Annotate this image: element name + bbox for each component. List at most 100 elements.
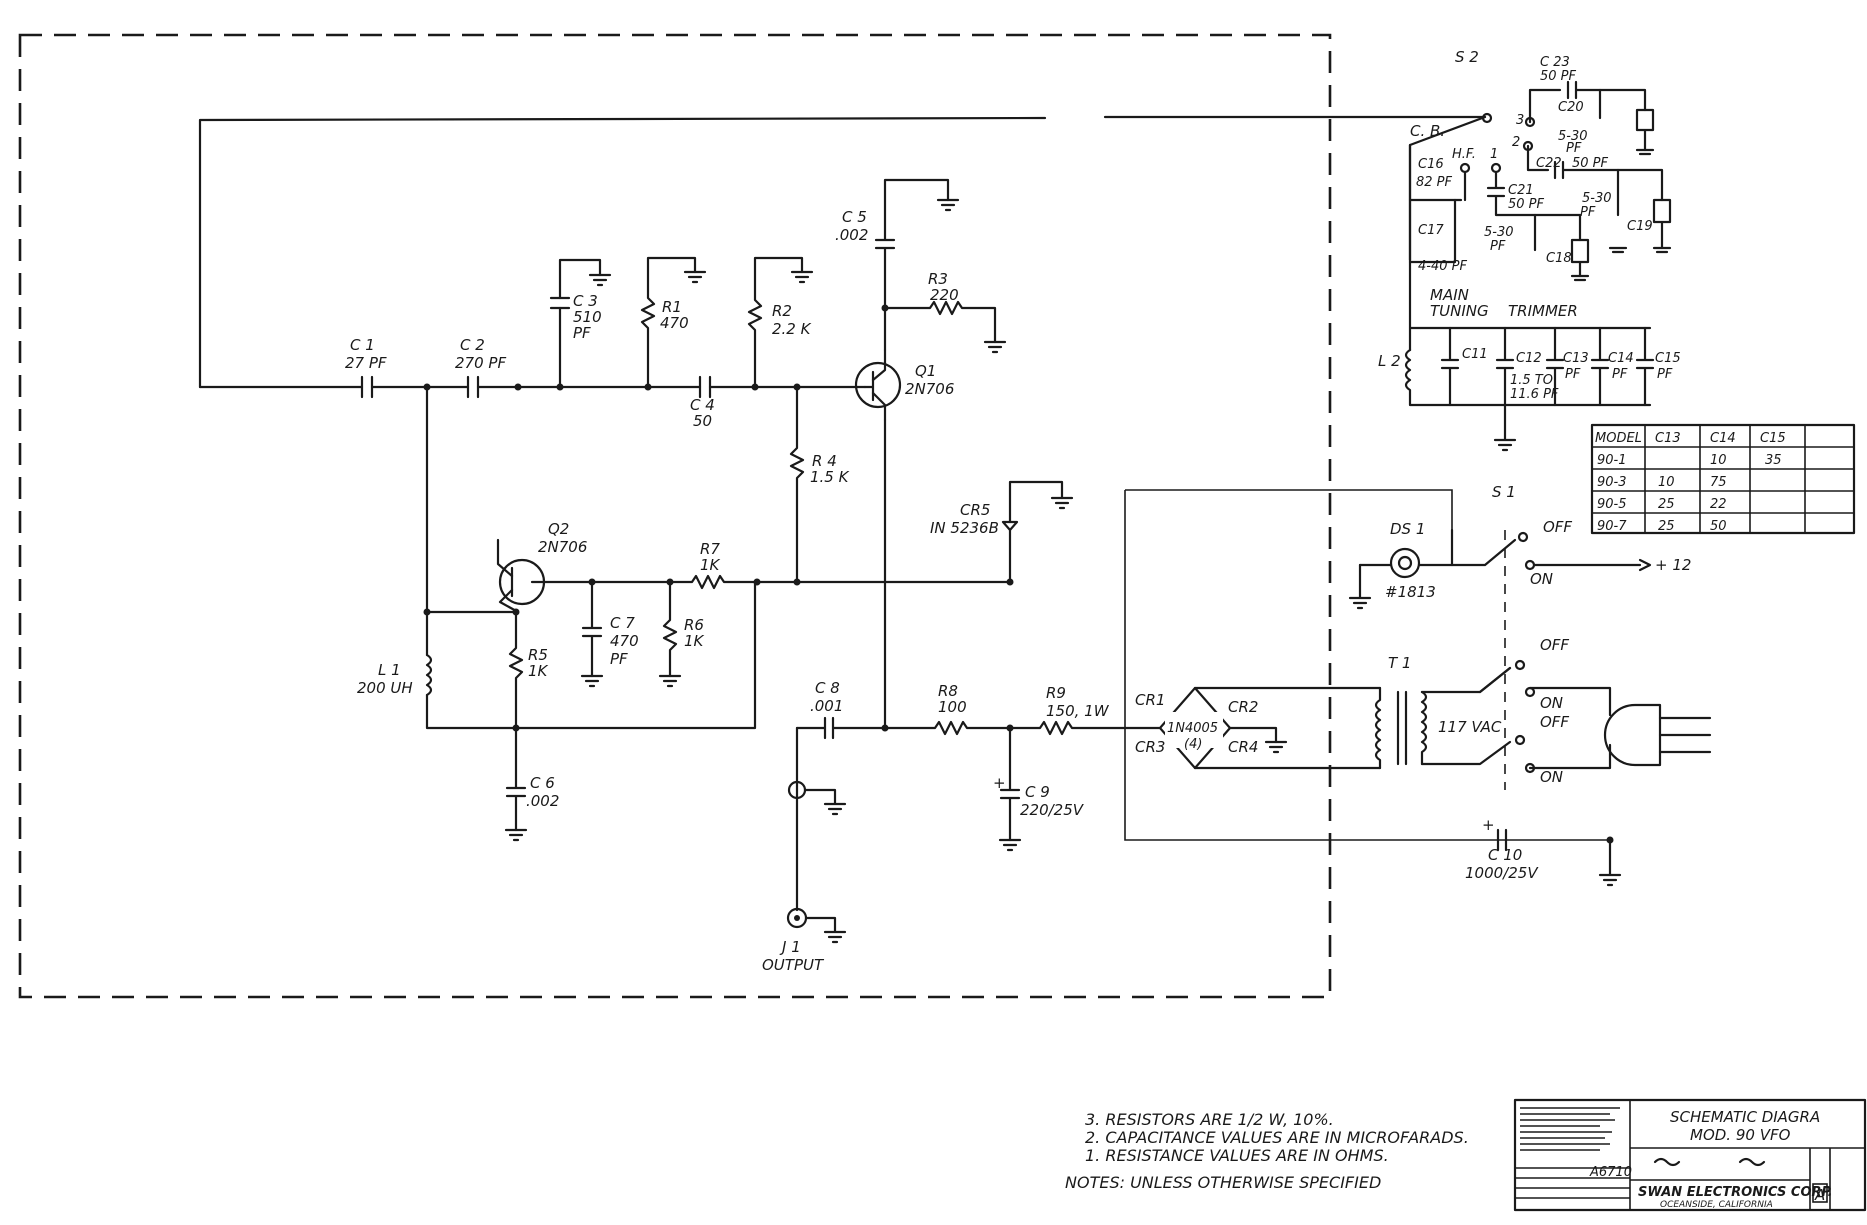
c2-ref: C 2 bbox=[460, 336, 485, 354]
c10-value: 1000/25V bbox=[1465, 864, 1539, 882]
s1-off-3: OFF bbox=[1540, 713, 1569, 731]
cr5-ref: CR5 bbox=[960, 501, 990, 519]
table-r1c1: 10 bbox=[1658, 475, 1675, 490]
company-name: SWAN ELECTRONICS CORP. bbox=[1638, 1185, 1833, 1200]
r5-ref: R5 bbox=[528, 646, 548, 664]
c3-value: 510 bbox=[573, 308, 602, 326]
c5-value: .002 bbox=[835, 226, 868, 244]
c3-ref: C 3 bbox=[573, 292, 598, 310]
cr4-label: CR4 bbox=[1228, 738, 1258, 756]
capacitor-c1: C 1 27 PF bbox=[345, 336, 387, 399]
capacitor-c9: + C 9 220/25V bbox=[993, 726, 1085, 852]
table-h0: MODEL bbox=[1595, 431, 1642, 446]
c23-value: 50 PF bbox=[1540, 69, 1577, 84]
capacitor-c6: C 6 .002 bbox=[504, 726, 559, 842]
note-3: 3. RESISTORS ARE 1/2 W, 10%. bbox=[1085, 1110, 1334, 1129]
c21-ref: C21 bbox=[1508, 183, 1534, 198]
r2-ref: R2 bbox=[772, 302, 792, 320]
table-h3: C15 bbox=[1760, 431, 1786, 446]
c18-value: 5-30 bbox=[1484, 225, 1514, 240]
r4-ref: R 4 bbox=[812, 452, 837, 470]
table-r2c2: 22 bbox=[1710, 497, 1727, 512]
c20-value: 5-30 bbox=[1558, 129, 1588, 144]
capacitor-c3: C 3 510 PF bbox=[549, 258, 612, 389]
c12-ref: C12 bbox=[1516, 351, 1542, 366]
r5-value: 1K bbox=[528, 662, 549, 680]
q2-value: 2N706 bbox=[538, 538, 587, 556]
s2-ref: S 2 bbox=[1455, 48, 1479, 66]
bias-line: R7 1K bbox=[593, 540, 1014, 590]
r8-value: 100 bbox=[938, 698, 967, 716]
c14-ref: C14 bbox=[1608, 351, 1634, 366]
t1-value: 117 VAC bbox=[1438, 718, 1502, 736]
switch-s2: S 2 C. B. 3 2 1 H.F. C 23 50 PF C20 5-30… bbox=[1408, 48, 1672, 282]
resistor-r4: R 4 1.5 K bbox=[789, 385, 850, 584]
c15-ref: C15 bbox=[1655, 351, 1681, 366]
s1-ref: S 1 bbox=[1492, 483, 1516, 501]
switch-s1: S 1 OFF ON + 12 DS 1 #1813 OFF ON OFF ON bbox=[1348, 483, 1691, 790]
title-block: SCHEMATIC DIAGRA MOD. 90 VFO A6710 SWAN … bbox=[1513, 1098, 1867, 1212]
table-r3c0: 90-7 bbox=[1597, 519, 1627, 534]
r7-value: 1K bbox=[700, 556, 721, 574]
table-r0c0: 90-1 bbox=[1597, 453, 1627, 468]
c9-ref: C 9 bbox=[1025, 783, 1050, 801]
q1-value: 2N706 bbox=[905, 380, 954, 398]
ds1-ref: DS 1 bbox=[1390, 520, 1425, 538]
c6-ref: C 6 bbox=[530, 774, 555, 792]
c16-value: 82 PF bbox=[1416, 175, 1453, 190]
r9-value: 150, 1W bbox=[1046, 702, 1110, 720]
c23-ref: C 23 bbox=[1540, 55, 1570, 70]
tuning-main: MAIN bbox=[1430, 286, 1469, 304]
c10-ref: C 10 bbox=[1488, 846, 1522, 864]
c16-ref: C16 bbox=[1418, 157, 1444, 172]
c17-value: 4-40 PF bbox=[1418, 259, 1467, 274]
enclosure-outline bbox=[18, 33, 1332, 999]
c1-value: 27 PF bbox=[345, 354, 387, 372]
c4-ref: C 4 bbox=[690, 396, 715, 414]
s1-on-3: ON bbox=[1540, 768, 1563, 786]
table-r2c0: 90-5 bbox=[1597, 497, 1627, 512]
s1-off-1: OFF bbox=[1543, 518, 1572, 536]
r1-ref: R1 bbox=[662, 298, 682, 316]
r1-value: 470 bbox=[660, 314, 689, 332]
c7-unit: PF bbox=[610, 650, 628, 668]
c8-ref: C 8 bbox=[815, 679, 840, 697]
cr2-label: CR2 bbox=[1228, 698, 1258, 716]
c1-ref: C 1 bbox=[350, 336, 375, 354]
s2-pos1: 1 bbox=[1490, 147, 1498, 162]
c13-unit: PF bbox=[1565, 367, 1581, 382]
q2-ref: Q2 bbox=[548, 520, 569, 538]
j1-value: OUTPUT bbox=[762, 956, 825, 974]
resistor-r1: R1 470 bbox=[640, 256, 707, 389]
c13-ref: C13 bbox=[1563, 351, 1589, 366]
doc-number: A6710 bbox=[1589, 1165, 1632, 1180]
c17-ref: C17 bbox=[1418, 223, 1444, 238]
hf-label: H.F. bbox=[1452, 147, 1476, 162]
resistor-r5: R5 1K bbox=[508, 610, 549, 730]
cb-label: C. B. bbox=[1410, 122, 1445, 140]
c7-ref: C 7 bbox=[610, 614, 635, 632]
r8-ref: R8 bbox=[938, 682, 958, 700]
table-r3c2: 50 bbox=[1710, 519, 1727, 534]
j1-ref: J 1 bbox=[779, 938, 801, 956]
notes-header: NOTES: UNLESS OTHERWISE SPECIFIED bbox=[1065, 1173, 1381, 1192]
table-r1c2: 75 bbox=[1710, 475, 1727, 490]
notes-block: 3. RESISTORS ARE 1/2 W, 10%. 2. CAPACITA… bbox=[1065, 1110, 1469, 1192]
output-jack-j1: J 1 OUTPUT bbox=[762, 726, 847, 974]
bridge-part: 1N4005 bbox=[1167, 721, 1218, 736]
plus12-label: + 12 bbox=[1655, 556, 1691, 574]
l2-ref: L 2 bbox=[1378, 352, 1401, 370]
c7-value: 470 bbox=[610, 632, 639, 650]
r3-value: 220 bbox=[930, 286, 959, 304]
s1-off-2: OFF bbox=[1540, 636, 1569, 654]
c19-unit: PF bbox=[1580, 205, 1596, 220]
c20-ref: C20 bbox=[1558, 100, 1584, 115]
c18-ref: C18 bbox=[1546, 251, 1572, 266]
r6-ref: R6 bbox=[684, 616, 704, 634]
table-h1: C13 bbox=[1655, 431, 1681, 446]
q1-collector-net: C 5 .002 R3 220 bbox=[835, 178, 1007, 354]
c14-unit: PF bbox=[1612, 367, 1628, 382]
r6-value: 1K bbox=[684, 632, 705, 650]
c18-unit: PF bbox=[1490, 239, 1506, 254]
table-r1c0: 90-3 bbox=[1597, 475, 1627, 490]
